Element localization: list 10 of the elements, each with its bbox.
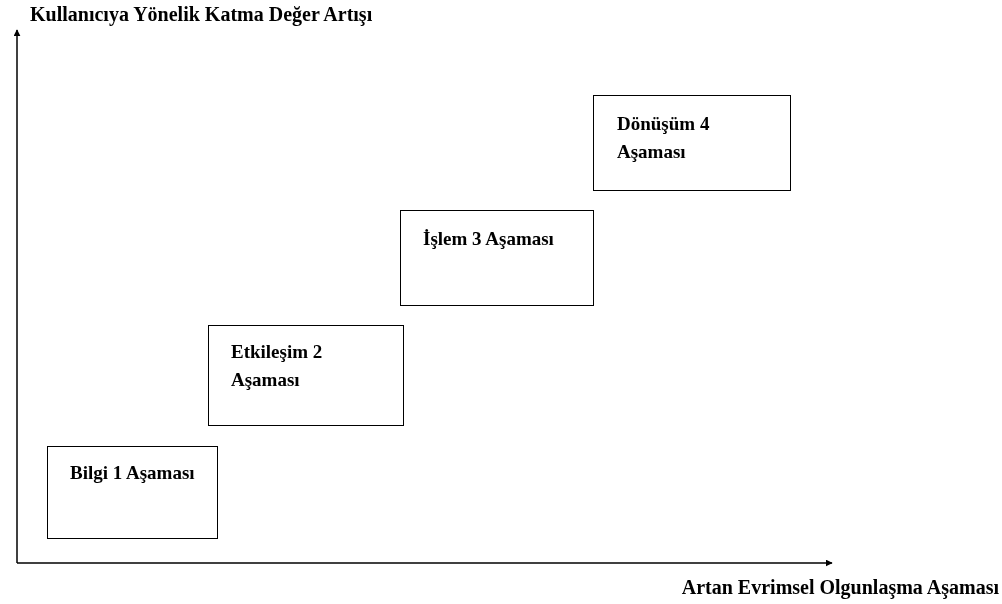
stage-box [593, 95, 791, 191]
stage-box [400, 210, 594, 306]
stage-label: Bilgi 1 Aşaması [70, 461, 196, 485]
stage-box [47, 446, 218, 539]
stage-label: Etkileşim 2 Aşaması [231, 340, 324, 392]
stage-label: Dönüşüm 4 Aşaması [617, 112, 711, 164]
axis-title: Artan Evrimsel Olgunlaşma Aşaması [681, 576, 999, 599]
stage-box [208, 325, 404, 426]
axis-title: Kullanıcıya Yönelik Katma Değer Artışı [30, 3, 373, 26]
stage-label: İşlem 3 Aşaması [423, 227, 555, 251]
